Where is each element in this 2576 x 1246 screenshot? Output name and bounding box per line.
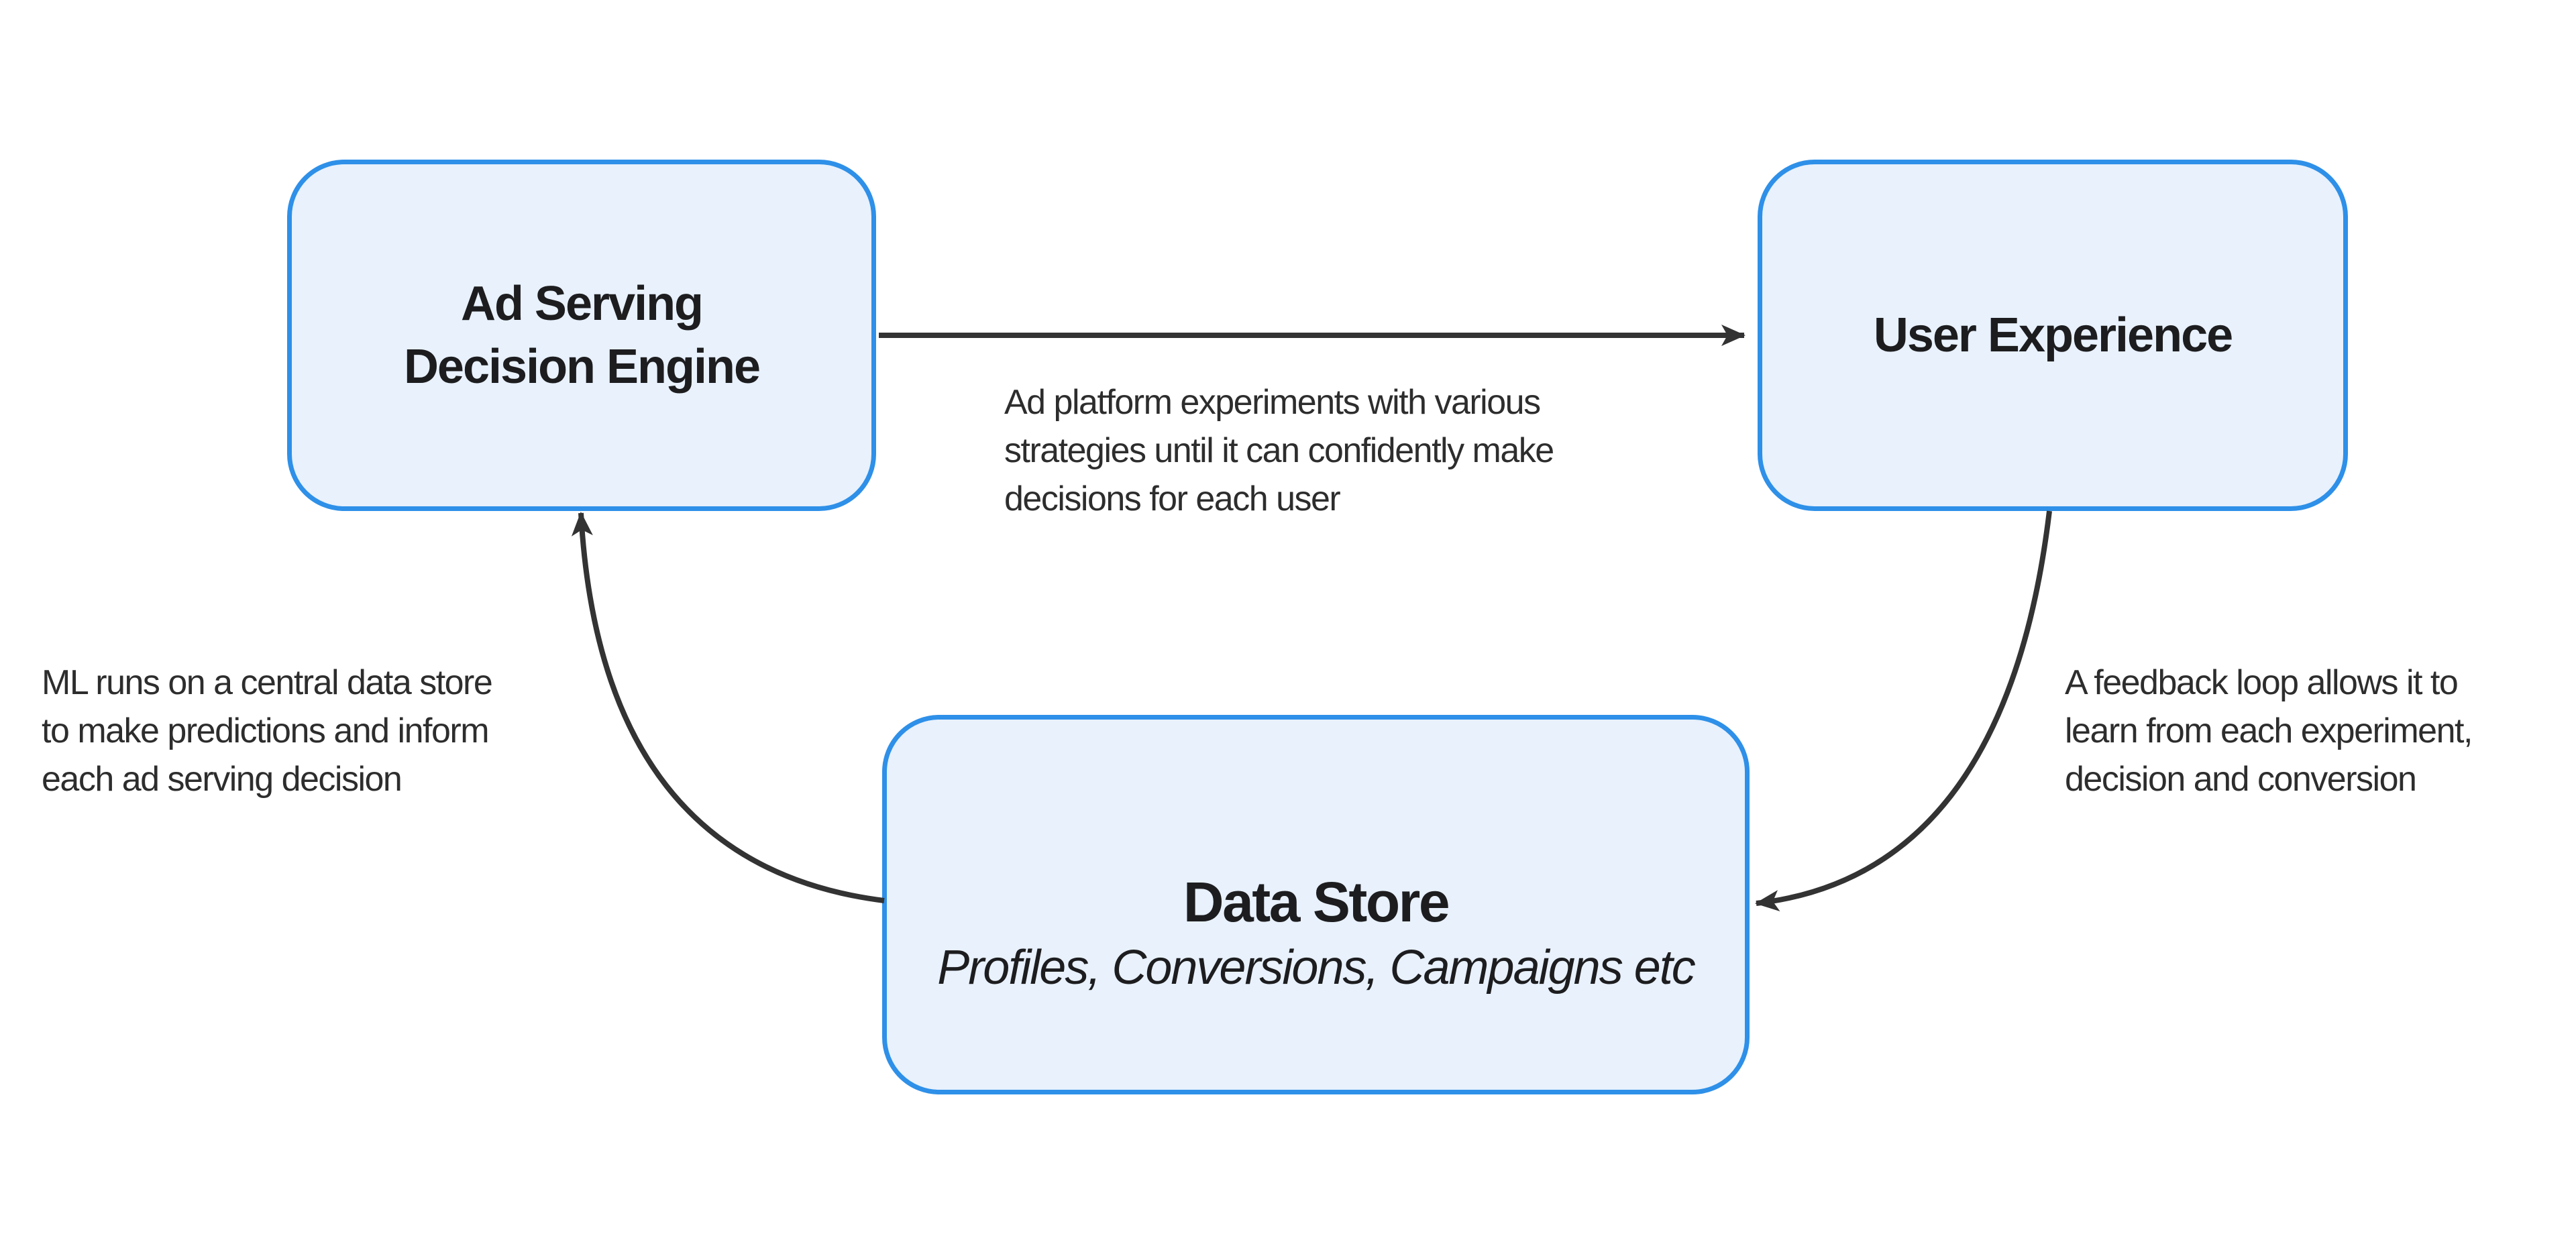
data-store-text-block: Data Store Profiles, Conversions, Campai… — [937, 867, 1696, 999]
node-ad-serving-decision-engine: Ad Serving Decision Engine — [287, 160, 876, 511]
arrow-user-experience-to-data-store — [1755, 510, 2052, 912]
node-data-store: Data Store Profiles, Conversions, Campai… — [882, 715, 1750, 1094]
node-title-ad-serving-decision-engine: Ad Serving Decision Engine — [403, 277, 761, 394]
annotation-ml-predictions: ML runs on a central data store to make … — [42, 663, 493, 799]
node-title-user-experience: User Experience — [1873, 308, 2233, 362]
node-user-experience: User Experience — [1758, 160, 2348, 511]
node-subtitle-data-store: Profiles, Conversions, Campaigns etc — [937, 941, 1696, 995]
annotation-experimentation: Ad platform experiments with various str… — [1004, 383, 1554, 518]
node-title-data-store: Data Store — [1183, 870, 1450, 933]
arrow-data-store-to-ad-engine — [571, 512, 885, 903]
annotation-feedback-loop: A feedback loop allows it to learn from … — [2065, 663, 2473, 799]
